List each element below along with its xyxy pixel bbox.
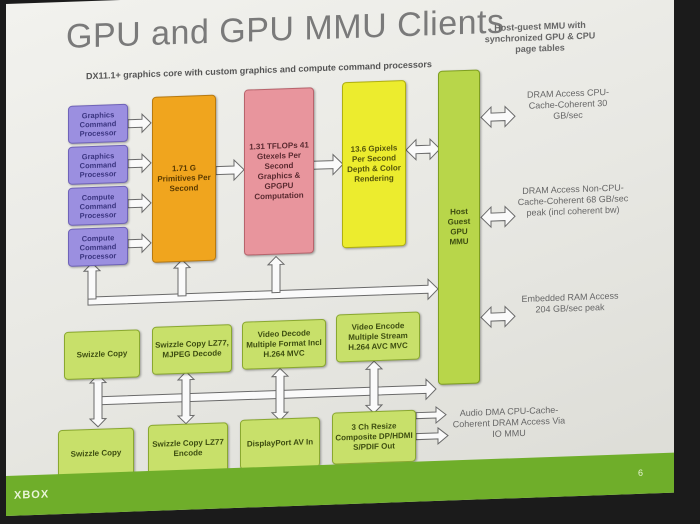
audio-dma-label: Audio DMA CPU-Cache-Coherent DRAM Access… [452, 404, 566, 440]
swizzle-copy-1: Swizzle Copy [64, 329, 140, 380]
dram-noncoherent-label: DRAM Access Non-CPU-Cache-Coherent 68 GB… [517, 182, 629, 218]
primitives-block: 1.71 G Primitives Per Second [152, 94, 216, 263]
tflops-gpix-arrow [312, 153, 344, 176]
lower-drop-4 [364, 360, 384, 414]
bus-drop-tflops [266, 255, 286, 294]
dram-coherent-arrow [480, 105, 516, 129]
graphics-command-processor-1: Graphics Command Processor [68, 103, 128, 144]
cp2-arrow [127, 153, 152, 174]
host-guest-gpu-mmu: Host Guest GPU MMU [438, 69, 480, 385]
page-number: 6 [638, 467, 644, 478]
dram-noncoherent-arrow [480, 205, 516, 229]
audio-arrow-out [415, 426, 449, 445]
tflops-block: 1.31 TFLOPs 41 Gtexels Per Second Graphi… [244, 87, 314, 256]
compute-command-processor-2: Compute Command Processor [68, 226, 128, 267]
cp1-arrow [127, 113, 152, 134]
compute-command-processor-1: Compute Command Processor [68, 185, 128, 226]
bus-drop-prim [172, 259, 192, 297]
lower-drop-1 [88, 374, 108, 428]
lower-drop-3 [270, 367, 290, 422]
lower-drop-2 [176, 371, 196, 425]
audio-arrow-in [415, 405, 447, 425]
cp3-arrow [127, 193, 152, 214]
resize-composite-out: 3 Ch Resize Composite DP/HDMI S/PDIF Out [332, 409, 416, 465]
slide: GPU and GPU MMU Clients DX11.1+ graphics… [6, 0, 674, 517]
video-encode: Video Encode Multiple Stream H.264 AVC M… [336, 311, 420, 363]
swizzle-copy-lz77: Swizzle Copy LZ77 Encode [148, 422, 228, 476]
upper-bus [87, 278, 439, 306]
displayport-av-in: DisplayPort AV In [240, 417, 320, 470]
video-decode: Video Decode Multiple Format Incl H.264 … [242, 318, 326, 370]
gpixels-block: 13.6 Gpixels Per Second Depth & Color Re… [342, 80, 406, 249]
prim-tflops-arrow [215, 158, 245, 182]
xbox-logo: XBOX [14, 488, 50, 502]
embedded-ram-label: Embedded RAM Access 204 GB/sec peak [521, 290, 619, 315]
graphics-command-processor-2: Graphics Command Processor [68, 144, 128, 185]
connector-layer [82, 105, 516, 445]
cp4-arrow [127, 233, 152, 254]
eram-arrow [480, 305, 516, 329]
swizzle-copy-mjpeg: Swizzle Copy LZ77, MJPEG Decode [152, 324, 232, 375]
bus-drop-cp [82, 262, 102, 300]
lower-bus [95, 378, 437, 406]
gpix-mmu-arrow [405, 138, 441, 161]
dram-coherent-label: DRAM Access CPU-Cache-Coherent 30 GB/sec [526, 86, 609, 121]
